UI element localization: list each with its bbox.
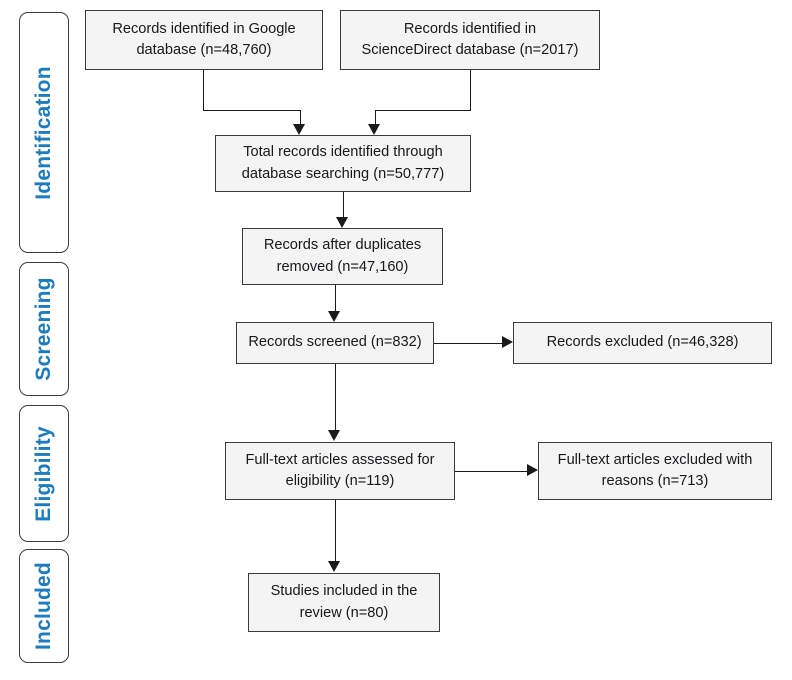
node-sciencedirect-records-line1: Records identified in bbox=[403, 20, 537, 37]
connector-total-to-duplicates-arrowhead bbox=[336, 217, 348, 228]
connector-sciencedirect-to-total-seg2 bbox=[375, 110, 471, 111]
connector-fulltext-to-excluded-line bbox=[455, 471, 528, 472]
connector-sciencedirect-to-total-seg1 bbox=[470, 70, 471, 111]
connector-screened-to-fulltext-line bbox=[335, 364, 336, 431]
connector-fulltext-to-included-arrowhead bbox=[328, 561, 340, 572]
node-sciencedirect-records: Records identified in ScienceDirect data… bbox=[340, 10, 600, 70]
stage-identification: Identification bbox=[19, 12, 69, 253]
node-fulltext-excluded-text: Full-text articles excluded with reasons… bbox=[547, 450, 763, 492]
stage-eligibility: Eligibility bbox=[19, 405, 69, 542]
node-sciencedirect-records-text: Records identified in ScienceDirect data… bbox=[349, 19, 591, 61]
node-studies-included-line1: Studies included in the bbox=[270, 583, 418, 600]
node-total-records-text: Total records identified through databas… bbox=[224, 142, 462, 184]
connector-google-to-total-seg1 bbox=[203, 70, 204, 111]
node-records-excluded-text: Records excluded (n=46,328) bbox=[546, 334, 739, 351]
connector-duplicates-to-screened-arrowhead bbox=[328, 311, 340, 322]
node-after-duplicates-line1: Records after duplicates bbox=[263, 237, 422, 254]
connector-sciencedirect-to-total-seg3 bbox=[375, 110, 376, 125]
node-studies-included-line2: review (n=80) bbox=[299, 604, 389, 621]
node-fulltext-excluded: Full-text articles excluded with reasons… bbox=[538, 442, 772, 500]
connector-fulltext-to-included-line bbox=[335, 500, 336, 562]
node-records-excluded: Records excluded (n=46,328) bbox=[513, 322, 772, 364]
node-fulltext-excluded-line2: reasons (n=713) bbox=[601, 473, 709, 489]
node-fulltext-assessed-text: Full-text articles assessed for eligibil… bbox=[234, 450, 446, 492]
node-google-records: Records identified in Google database (n… bbox=[85, 10, 323, 70]
node-records-screened: Records screened (n=832) bbox=[236, 322, 434, 364]
stage-screening: Screening bbox=[19, 262, 69, 396]
node-fulltext-assessed-line1: Full-text articles assessed for bbox=[245, 451, 435, 468]
node-records-screened-text: Records screened (n=832) bbox=[248, 334, 422, 351]
connector-total-to-duplicates-line bbox=[343, 192, 344, 218]
stage-identification-label: Identification bbox=[32, 65, 55, 200]
stage-eligibility-label: Eligibility bbox=[32, 425, 55, 522]
node-after-duplicates-line2: removed (n=47,160) bbox=[276, 258, 409, 275]
connector-fulltext-to-excluded-arrowhead bbox=[527, 464, 538, 476]
stage-included-label: Included bbox=[32, 562, 55, 650]
node-google-records-line1: Records identified in Google bbox=[112, 20, 296, 37]
connector-screened-to-fulltext-arrowhead bbox=[328, 430, 340, 441]
node-google-records-text: Records identified in Google database (n… bbox=[94, 19, 314, 61]
node-fulltext-assessed: Full-text articles assessed for eligibil… bbox=[225, 442, 455, 500]
node-sciencedirect-records-line2: ScienceDirect database (n=2017) bbox=[361, 42, 579, 58]
node-total-records-line2: database searching (n=50,777) bbox=[241, 165, 445, 182]
connector-sciencedirect-to-total-arrowhead bbox=[368, 124, 380, 135]
stage-included: Included bbox=[19, 549, 69, 663]
node-after-duplicates: Records after duplicates removed (n=47,1… bbox=[242, 228, 443, 285]
connector-screened-to-excluded-line bbox=[434, 343, 503, 344]
node-total-records-line1: Total records identified through bbox=[243, 144, 443, 161]
node-google-records-line2: database (n=48,760) bbox=[136, 42, 272, 58]
stage-screening-label: Screening bbox=[32, 277, 55, 381]
node-fulltext-assessed-line2: eligibility (n=119) bbox=[285, 473, 395, 489]
connector-google-to-total-seg3 bbox=[300, 110, 301, 125]
connector-google-to-total-arrowhead bbox=[293, 124, 305, 135]
node-total-records: Total records identified through databas… bbox=[215, 135, 471, 192]
node-fulltext-excluded-line1: Full-text articles excluded with bbox=[557, 451, 753, 468]
node-studies-included-text: Studies included in the review (n=80) bbox=[257, 581, 431, 623]
connector-screened-to-excluded-arrowhead bbox=[502, 336, 513, 348]
node-after-duplicates-text: Records after duplicates removed (n=47,1… bbox=[251, 235, 434, 277]
node-studies-included: Studies included in the review (n=80) bbox=[248, 573, 440, 632]
connector-google-to-total-seg2 bbox=[203, 110, 301, 111]
connector-duplicates-to-screened-line bbox=[335, 285, 336, 312]
